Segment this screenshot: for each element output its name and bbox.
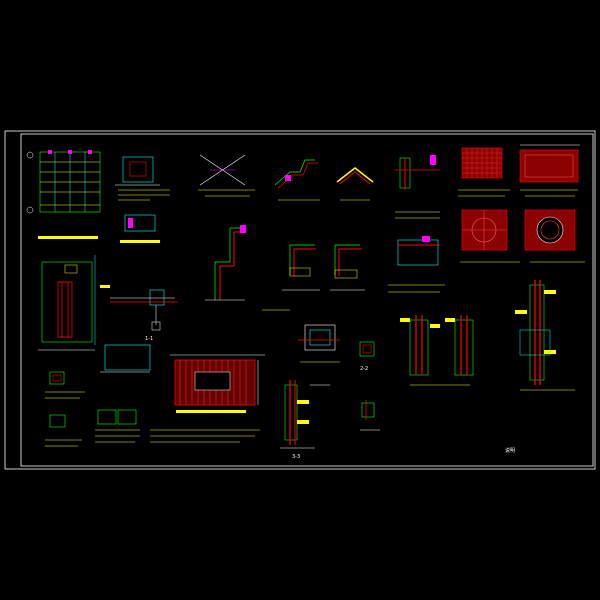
detail-stair-section-2 (282, 244, 320, 291)
detail-mesh-2 (519, 144, 580, 197)
detail-wall-section (280, 380, 330, 449)
detail-stair-section-1 (205, 225, 290, 311)
detail-roof-ridge (336, 167, 374, 201)
drawing-outer-frame (4, 130, 596, 470)
detail-grid-plan (26, 150, 101, 239)
section-label-1: 1-1 (145, 336, 153, 342)
detail-x-brace (198, 154, 255, 197)
detail-mesh-1 (458, 147, 510, 197)
detail-mesh-3 (460, 209, 520, 263)
detail-bottom-left-4 (95, 409, 140, 443)
section-label-2: 2-2 (360, 366, 368, 372)
detail-small-section-2 (359, 341, 375, 357)
detail-column-rebar-2 (410, 315, 474, 386)
detail-wall-beam (395, 155, 440, 219)
detail-notes-block (150, 429, 260, 443)
detail-stair-plan (170, 354, 265, 413)
detail-small-section-3 (360, 400, 380, 431)
detail-stair-section-4 (388, 236, 445, 293)
detail-stair-section-3 (330, 244, 365, 291)
detail-stair (274, 159, 320, 201)
detail-beam-section (110, 289, 178, 331)
section-label-3: 3-3 (292, 454, 300, 460)
drawing-inner-frame (20, 133, 594, 467)
detail-joint-small (115, 156, 170, 243)
detail-bottom-left-2 (100, 344, 151, 373)
detail-column-elevation (38, 255, 110, 351)
detail-column-rebar-1 (400, 315, 440, 376)
note-label: 说明 (505, 447, 515, 454)
detail-bottom-left-1 (45, 371, 85, 399)
detail-joint-center (298, 324, 340, 363)
detail-mesh-4 (524, 209, 585, 263)
detail-bottom-left-3 (45, 414, 82, 447)
detail-column-rebar-3 (515, 280, 575, 391)
